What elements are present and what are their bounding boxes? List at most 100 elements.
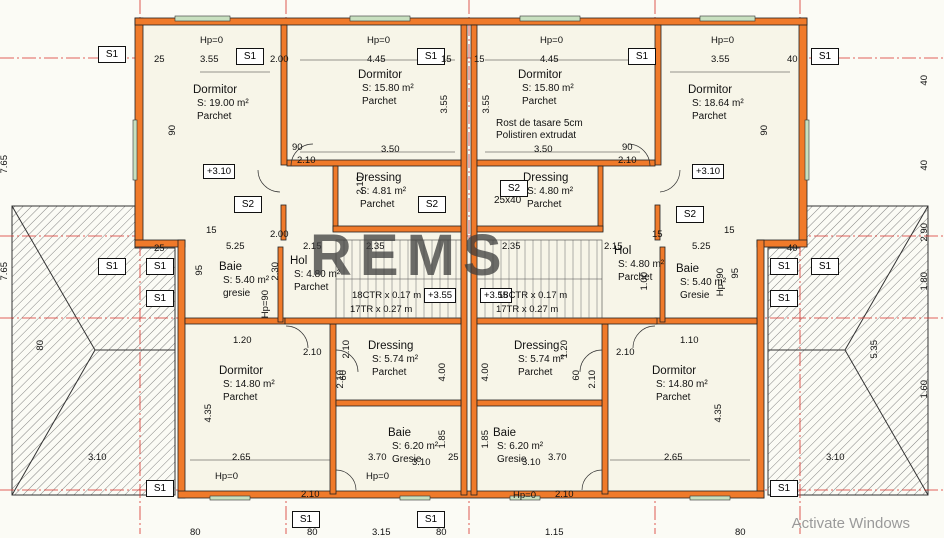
dimension-label: 80 bbox=[436, 527, 447, 538]
dimension-label: 2.10 bbox=[555, 489, 574, 500]
room-name: Hol bbox=[290, 255, 308, 267]
window-tag: S1 bbox=[811, 48, 839, 65]
dimension-label: 2.10 bbox=[616, 347, 635, 358]
window-tag: S1 bbox=[770, 290, 798, 307]
dimension-label: 4.35 bbox=[203, 404, 214, 423]
window-tag: S1 bbox=[98, 258, 126, 275]
dimension-label: 4.45 bbox=[367, 54, 386, 65]
dimension-label: 25 bbox=[154, 54, 165, 65]
dimension-label: Hp=0 bbox=[367, 35, 390, 46]
room-finish: Gresie bbox=[680, 290, 710, 301]
dimension-label: 90 bbox=[292, 142, 303, 153]
window-tag: S1 bbox=[770, 480, 798, 497]
dimension-label: 25 bbox=[154, 243, 165, 254]
dimension-label: 40 bbox=[787, 243, 798, 254]
room-area: S: 5.74 m² bbox=[372, 354, 419, 365]
dimension-label: 1.60 bbox=[919, 380, 930, 399]
dimension-label: 2.65 bbox=[232, 452, 251, 463]
level-marker: +3.10 bbox=[203, 164, 236, 179]
dimension-label: Hp=0 bbox=[513, 490, 536, 501]
window-tag: S1 bbox=[770, 258, 798, 275]
dimension-label: 3.10 bbox=[826, 452, 845, 463]
joint-note: Rost de tasare 5cm bbox=[496, 118, 583, 129]
window-tag: S2 bbox=[500, 180, 528, 197]
dimension-label: 2.10 bbox=[297, 155, 316, 166]
room-name: Baie bbox=[676, 263, 700, 275]
room-area: S: 4.81 m² bbox=[360, 186, 407, 197]
dimension-label: 4.35 bbox=[713, 404, 724, 423]
window-tag: S1 bbox=[236, 48, 264, 65]
dimension-label: 2.35 bbox=[366, 241, 385, 252]
room-name: Dormitor bbox=[219, 365, 264, 377]
window-tag: S1 bbox=[146, 480, 174, 497]
dimension-label: 40 bbox=[787, 54, 798, 65]
dimension-label: 5.25 bbox=[226, 241, 245, 252]
dimension-label: 2.10 bbox=[341, 340, 352, 359]
window-tag: S1 bbox=[146, 290, 174, 307]
dimension-label: 2.35 bbox=[502, 241, 521, 252]
room-finish: Parchet bbox=[372, 367, 407, 378]
dimension-label: Hp=0 bbox=[366, 471, 389, 482]
os-activation-overlay: Activate Windows bbox=[791, 515, 910, 532]
dimension-label: 80 bbox=[35, 340, 46, 351]
dimension-label: 15 bbox=[652, 229, 663, 240]
dimension-label: 95 bbox=[194, 265, 205, 276]
room-area: S: 5.40 m² bbox=[680, 277, 727, 288]
window-tag: S1 bbox=[811, 258, 839, 275]
dimension-label: 3.55 bbox=[481, 95, 492, 114]
dimension-label: 60 bbox=[338, 370, 349, 381]
stair-note: 18CTR x 0.17 m bbox=[352, 290, 422, 301]
room-name: Dressing bbox=[368, 340, 414, 352]
dimension-label: 7.65 bbox=[0, 262, 10, 281]
room-finish: Parchet bbox=[522, 96, 557, 107]
window-tag: S2 bbox=[418, 196, 446, 213]
dimension-label: 80 bbox=[307, 527, 318, 538]
room-finish: Parchet bbox=[362, 96, 397, 107]
dimension-label: 2.90 bbox=[919, 223, 930, 242]
dimension-label: 80 bbox=[190, 527, 201, 538]
dimension-label: 3.10 bbox=[412, 457, 431, 468]
window-tag: S1 bbox=[417, 48, 445, 65]
dimension-label: 4.00 bbox=[437, 363, 448, 382]
dimension-label: Hp=90 bbox=[260, 290, 271, 319]
dimension-label: 95 bbox=[730, 268, 741, 279]
level-marker: +3.55 bbox=[480, 288, 513, 303]
window-tag: S1 bbox=[146, 258, 174, 275]
room-area: S: 4.80 m² bbox=[618, 259, 665, 270]
room-name: Dormitor bbox=[193, 84, 238, 96]
dimension-label: 60 bbox=[571, 370, 582, 381]
dimension-label: 1.10 bbox=[680, 335, 699, 346]
window-size-note: 25x40 bbox=[494, 195, 522, 206]
dimension-label: 1.20 bbox=[559, 340, 570, 359]
room-name: Dormitor bbox=[518, 69, 563, 81]
room-area: S: 5.74 m² bbox=[518, 354, 565, 365]
dimension-label: 15 bbox=[206, 225, 217, 236]
dimension-label: 1.15 bbox=[545, 527, 564, 538]
room-finish: Parchet bbox=[618, 272, 653, 283]
watermark-text: REMS bbox=[310, 223, 510, 288]
room-name: Dressing bbox=[523, 172, 569, 184]
room-finish: Gresie bbox=[497, 454, 527, 465]
dimension-label: Hp=0 bbox=[200, 35, 223, 46]
room-name: Hol bbox=[614, 245, 632, 257]
room-area: S: 14.80 m² bbox=[656, 379, 708, 390]
room-finish: gresie bbox=[223, 288, 251, 299]
dimension-label: 80 bbox=[735, 527, 746, 538]
dimension-label: 1.85 bbox=[480, 430, 491, 449]
dimension-label: 2.65 bbox=[664, 452, 683, 463]
room-finish: Parchet bbox=[223, 392, 258, 403]
room-name: Baie bbox=[388, 427, 412, 439]
room-finish: Parchet bbox=[360, 199, 395, 210]
dimension-label: 3.50 bbox=[534, 144, 553, 155]
dimension-label: 2.00 bbox=[270, 229, 289, 240]
dimension-label: 3.10 bbox=[522, 457, 541, 468]
stair-note: 18CTR x 0.17 m bbox=[498, 290, 568, 301]
dimension-label: 90 bbox=[167, 125, 178, 136]
room-area: S: 6.20 m² bbox=[497, 441, 544, 452]
room-name: Baie bbox=[493, 427, 517, 439]
room-name: Dressing bbox=[356, 172, 402, 184]
dimension-label: 2.15 bbox=[303, 241, 322, 252]
dimension-label: 3.55 bbox=[711, 54, 730, 65]
room-name: Dressing bbox=[514, 340, 560, 352]
level-marker: +3.55 bbox=[424, 288, 457, 303]
